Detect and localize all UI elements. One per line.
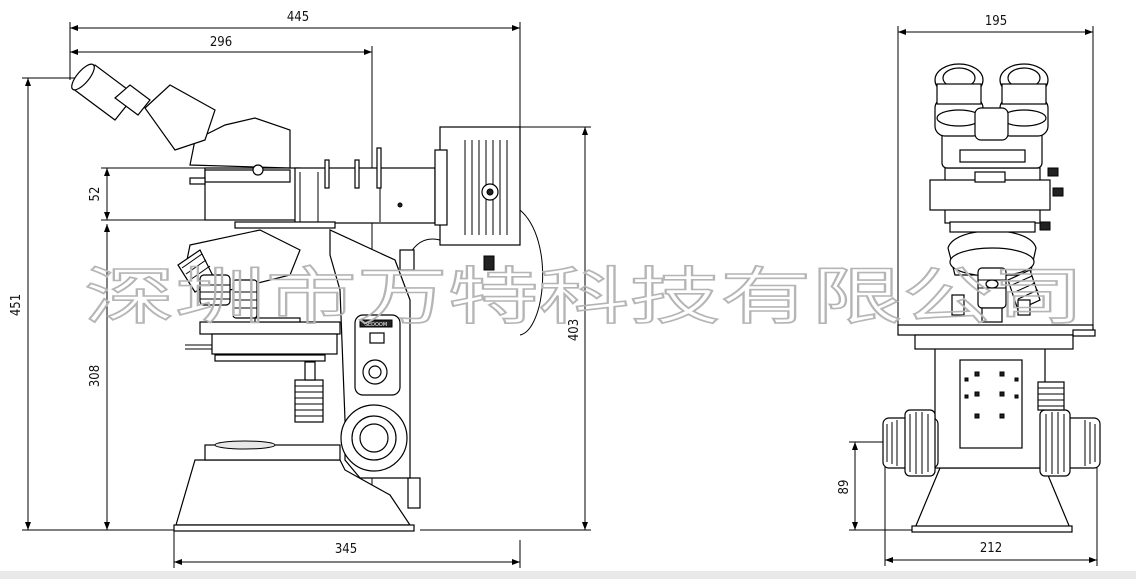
front-objective-center xyxy=(977,267,1007,323)
illuminator-slider xyxy=(189,177,206,185)
base-side-panel xyxy=(407,477,421,509)
power-switch xyxy=(369,332,385,344)
front-objective-right xyxy=(1007,269,1041,311)
lamp-cable xyxy=(519,209,544,336)
front-stage-guide xyxy=(959,359,1023,449)
stage-drive-knob xyxy=(294,361,324,423)
dim-total-width: 445 xyxy=(69,10,521,135)
dim-front-width: 195 xyxy=(897,14,1094,330)
front-nosepiece-side-right xyxy=(1017,299,1031,316)
lamp-centering-screw xyxy=(483,255,495,271)
base-foot xyxy=(173,524,415,532)
stage-lower-bar xyxy=(214,354,326,362)
lamp-house-front xyxy=(434,149,448,226)
lamp-adjust-center xyxy=(486,188,494,196)
front-nosepiece-side-left xyxy=(951,294,965,316)
front-stage-rail xyxy=(1072,329,1096,337)
nameplate-text: SEDOOM xyxy=(365,322,387,328)
illuminator-screw xyxy=(397,202,403,208)
front-head-bridge xyxy=(959,149,1026,163)
dim-89-label: 89 xyxy=(837,480,852,495)
dim-451-label: 451 xyxy=(9,294,24,316)
brightness-knob-inner xyxy=(368,365,382,379)
nameplate-bg xyxy=(359,319,393,328)
dim-308-label: 308 xyxy=(88,365,103,387)
aperture-lever xyxy=(324,159,330,189)
head-tube xyxy=(144,84,216,151)
front-focus-knob-right xyxy=(1039,409,1101,477)
dim-403-label: 403 xyxy=(567,319,582,341)
company-watermark: 深圳市万特科技有限公司 xyxy=(84,260,1084,333)
dim-52-label: 52 xyxy=(88,187,103,202)
front-illuminator-lower xyxy=(949,221,1036,233)
front-head-center xyxy=(974,107,1009,141)
base-lens xyxy=(214,440,276,450)
dim-lamp-height: 403 xyxy=(420,126,591,531)
head-locking-screw xyxy=(252,164,264,176)
front-base xyxy=(914,467,1071,529)
filter-lever xyxy=(376,147,382,189)
front-stage-carrier xyxy=(914,334,1074,350)
front-illuminator-levers xyxy=(1039,167,1064,231)
dim-base-width: 345 xyxy=(173,530,521,568)
front-base-foot xyxy=(911,525,1073,533)
illuminator-ring xyxy=(204,169,291,183)
dim-illuminator-height: 52 xyxy=(88,167,210,221)
eyepiece xyxy=(71,63,151,121)
dim-stage-height: 308 xyxy=(88,224,110,530)
bottom-border xyxy=(0,571,1136,579)
dim-445-label: 445 xyxy=(287,10,309,25)
front-view: 195 89 212 xyxy=(837,14,1101,566)
field-lever xyxy=(354,159,360,189)
dim-212-label: 212 xyxy=(980,541,1002,556)
dim-front-base-width: 212 xyxy=(884,450,1098,566)
side-view: 445 296 451 52 xyxy=(9,10,591,568)
fine-focus-knob xyxy=(359,423,389,453)
front-guide-screws xyxy=(964,371,1019,419)
rear-connector xyxy=(399,249,415,271)
front-focus-knob-left xyxy=(882,409,939,477)
dim-195-label: 195 xyxy=(985,14,1007,29)
eyepiece-right xyxy=(999,63,1049,137)
dim-345-label: 345 xyxy=(335,542,357,557)
dim-296-label: 296 xyxy=(210,35,232,50)
front-stage-drive-knob xyxy=(1037,381,1065,411)
stage-carrier xyxy=(211,333,338,355)
vertical-illuminator xyxy=(294,167,436,224)
lamp-house xyxy=(439,126,521,246)
front-illuminator-label xyxy=(974,171,1006,183)
objective-lens-center xyxy=(199,274,231,306)
stage-specimen-clip xyxy=(254,317,301,323)
illuminator-lower xyxy=(234,221,336,229)
objective-lens-right xyxy=(232,279,258,319)
front-illuminator-slider xyxy=(929,179,1051,211)
dim-front-base-height: 89 xyxy=(837,441,915,531)
dim-total-height: 451 xyxy=(9,77,175,531)
